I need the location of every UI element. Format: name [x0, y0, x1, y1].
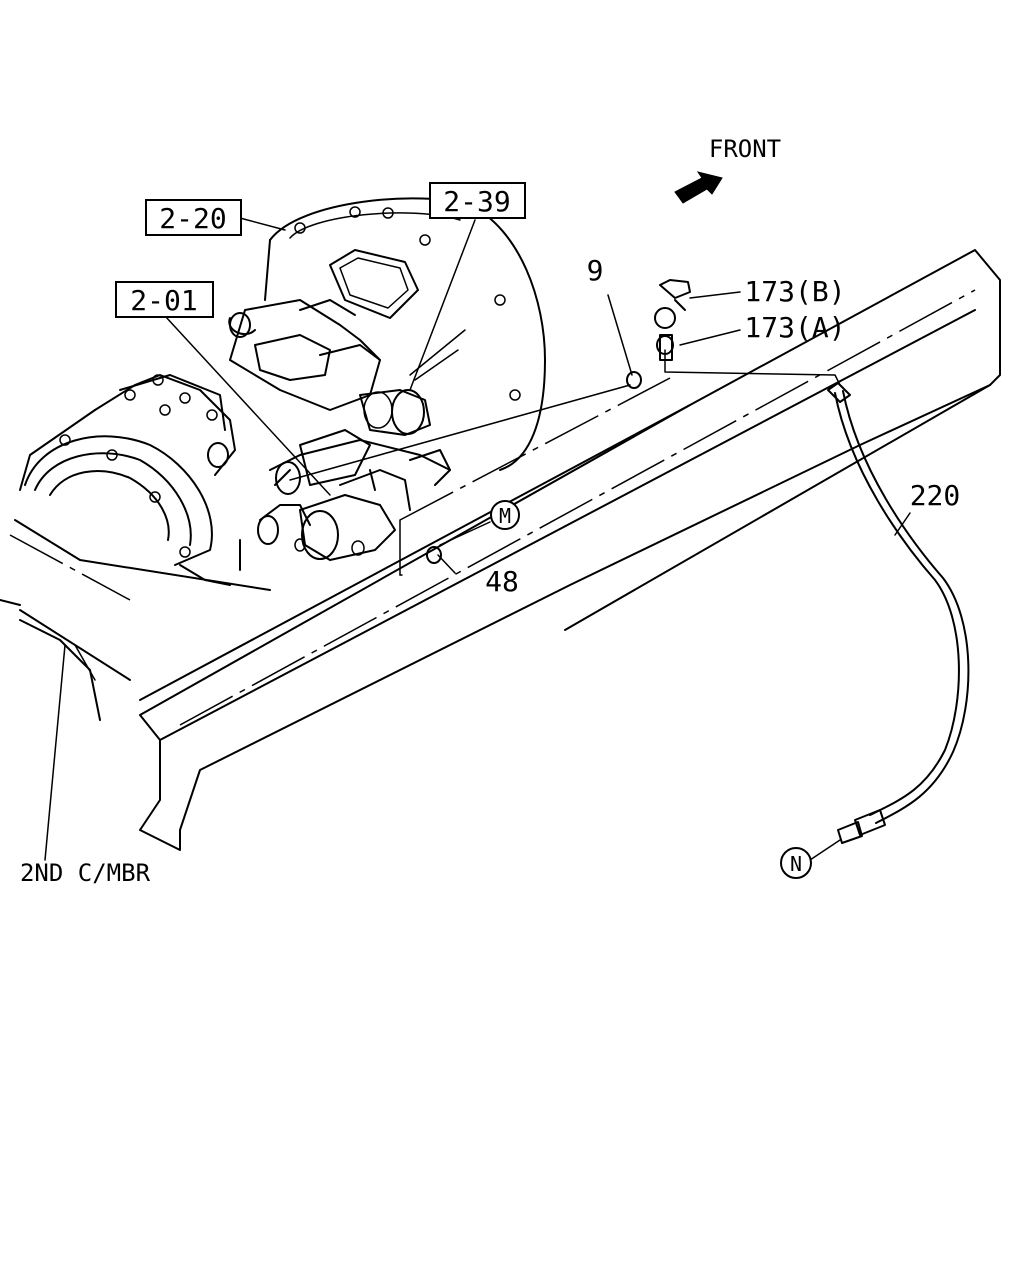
- fittings: [426, 279, 691, 564]
- ref-label-2-39: 2-39: [443, 185, 510, 218]
- arrow-icon: [674, 171, 723, 204]
- ref-box-2-20: [145, 199, 242, 236]
- part-label-9: 9: [587, 254, 604, 287]
- crossmember-label: 2ND C/MBR: [20, 859, 151, 887]
- part-label-173b: 173(B): [744, 275, 845, 308]
- frame-rail: [0, 249, 1001, 851]
- circle-m-label: M: [499, 504, 511, 528]
- sensor-assembly: [257, 429, 451, 561]
- ref-label-2-01: 2-01: [130, 284, 197, 317]
- circle-m-marker: [490, 500, 520, 530]
- speedometer-cable: [827, 382, 970, 844]
- circle-n-marker: [780, 847, 812, 879]
- circle-n-label: N: [790, 852, 802, 876]
- leader-lines: [44, 217, 911, 861]
- part-label-220: 220: [910, 479, 961, 512]
- transmission-housing: [19, 197, 546, 586]
- front-label: FRONT: [709, 135, 781, 163]
- ref-box-2-01: [115, 281, 214, 318]
- part-label-173a: 173(A): [744, 311, 845, 344]
- part-label-48: 48: [485, 565, 519, 598]
- ref-box-2-39: [429, 182, 526, 219]
- ref-label-2-20: 2-20: [159, 202, 226, 235]
